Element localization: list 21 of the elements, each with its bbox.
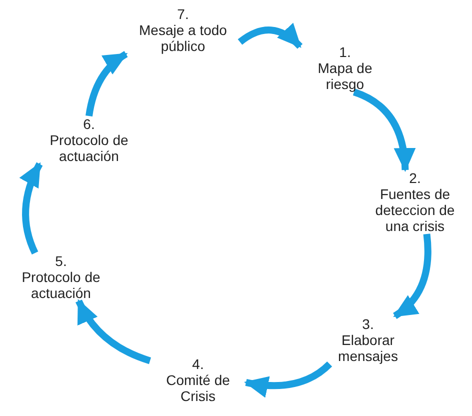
step-number: 5. xyxy=(55,253,67,269)
step-label: Elaborar mensajes xyxy=(337,332,399,364)
curved-arrow xyxy=(392,234,432,319)
step-label: Protocolo de actuación xyxy=(20,269,102,301)
step-number: 1. xyxy=(339,44,351,60)
curved-arrow xyxy=(238,23,302,49)
step-number: 6. xyxy=(83,116,95,132)
step-number: 2. xyxy=(409,170,421,186)
curved-arrow xyxy=(352,88,415,172)
curved-arrow xyxy=(86,51,128,117)
step-number: 4. xyxy=(192,356,204,372)
step-label: Mesaje a todo público xyxy=(138,22,228,54)
step-number: 3. xyxy=(362,316,374,332)
curved-arrow xyxy=(76,299,152,364)
curved-arrow xyxy=(20,162,43,254)
step-label: Mapa de riesgo xyxy=(316,60,374,92)
step-label: Protocolo de actuación xyxy=(48,132,130,164)
curved-arrow xyxy=(244,361,332,398)
step-number: 7. xyxy=(177,6,189,22)
step-label: Fuentes de deteccion de una crisis xyxy=(374,186,456,234)
step-label: Comité de Crisis xyxy=(165,372,231,404)
